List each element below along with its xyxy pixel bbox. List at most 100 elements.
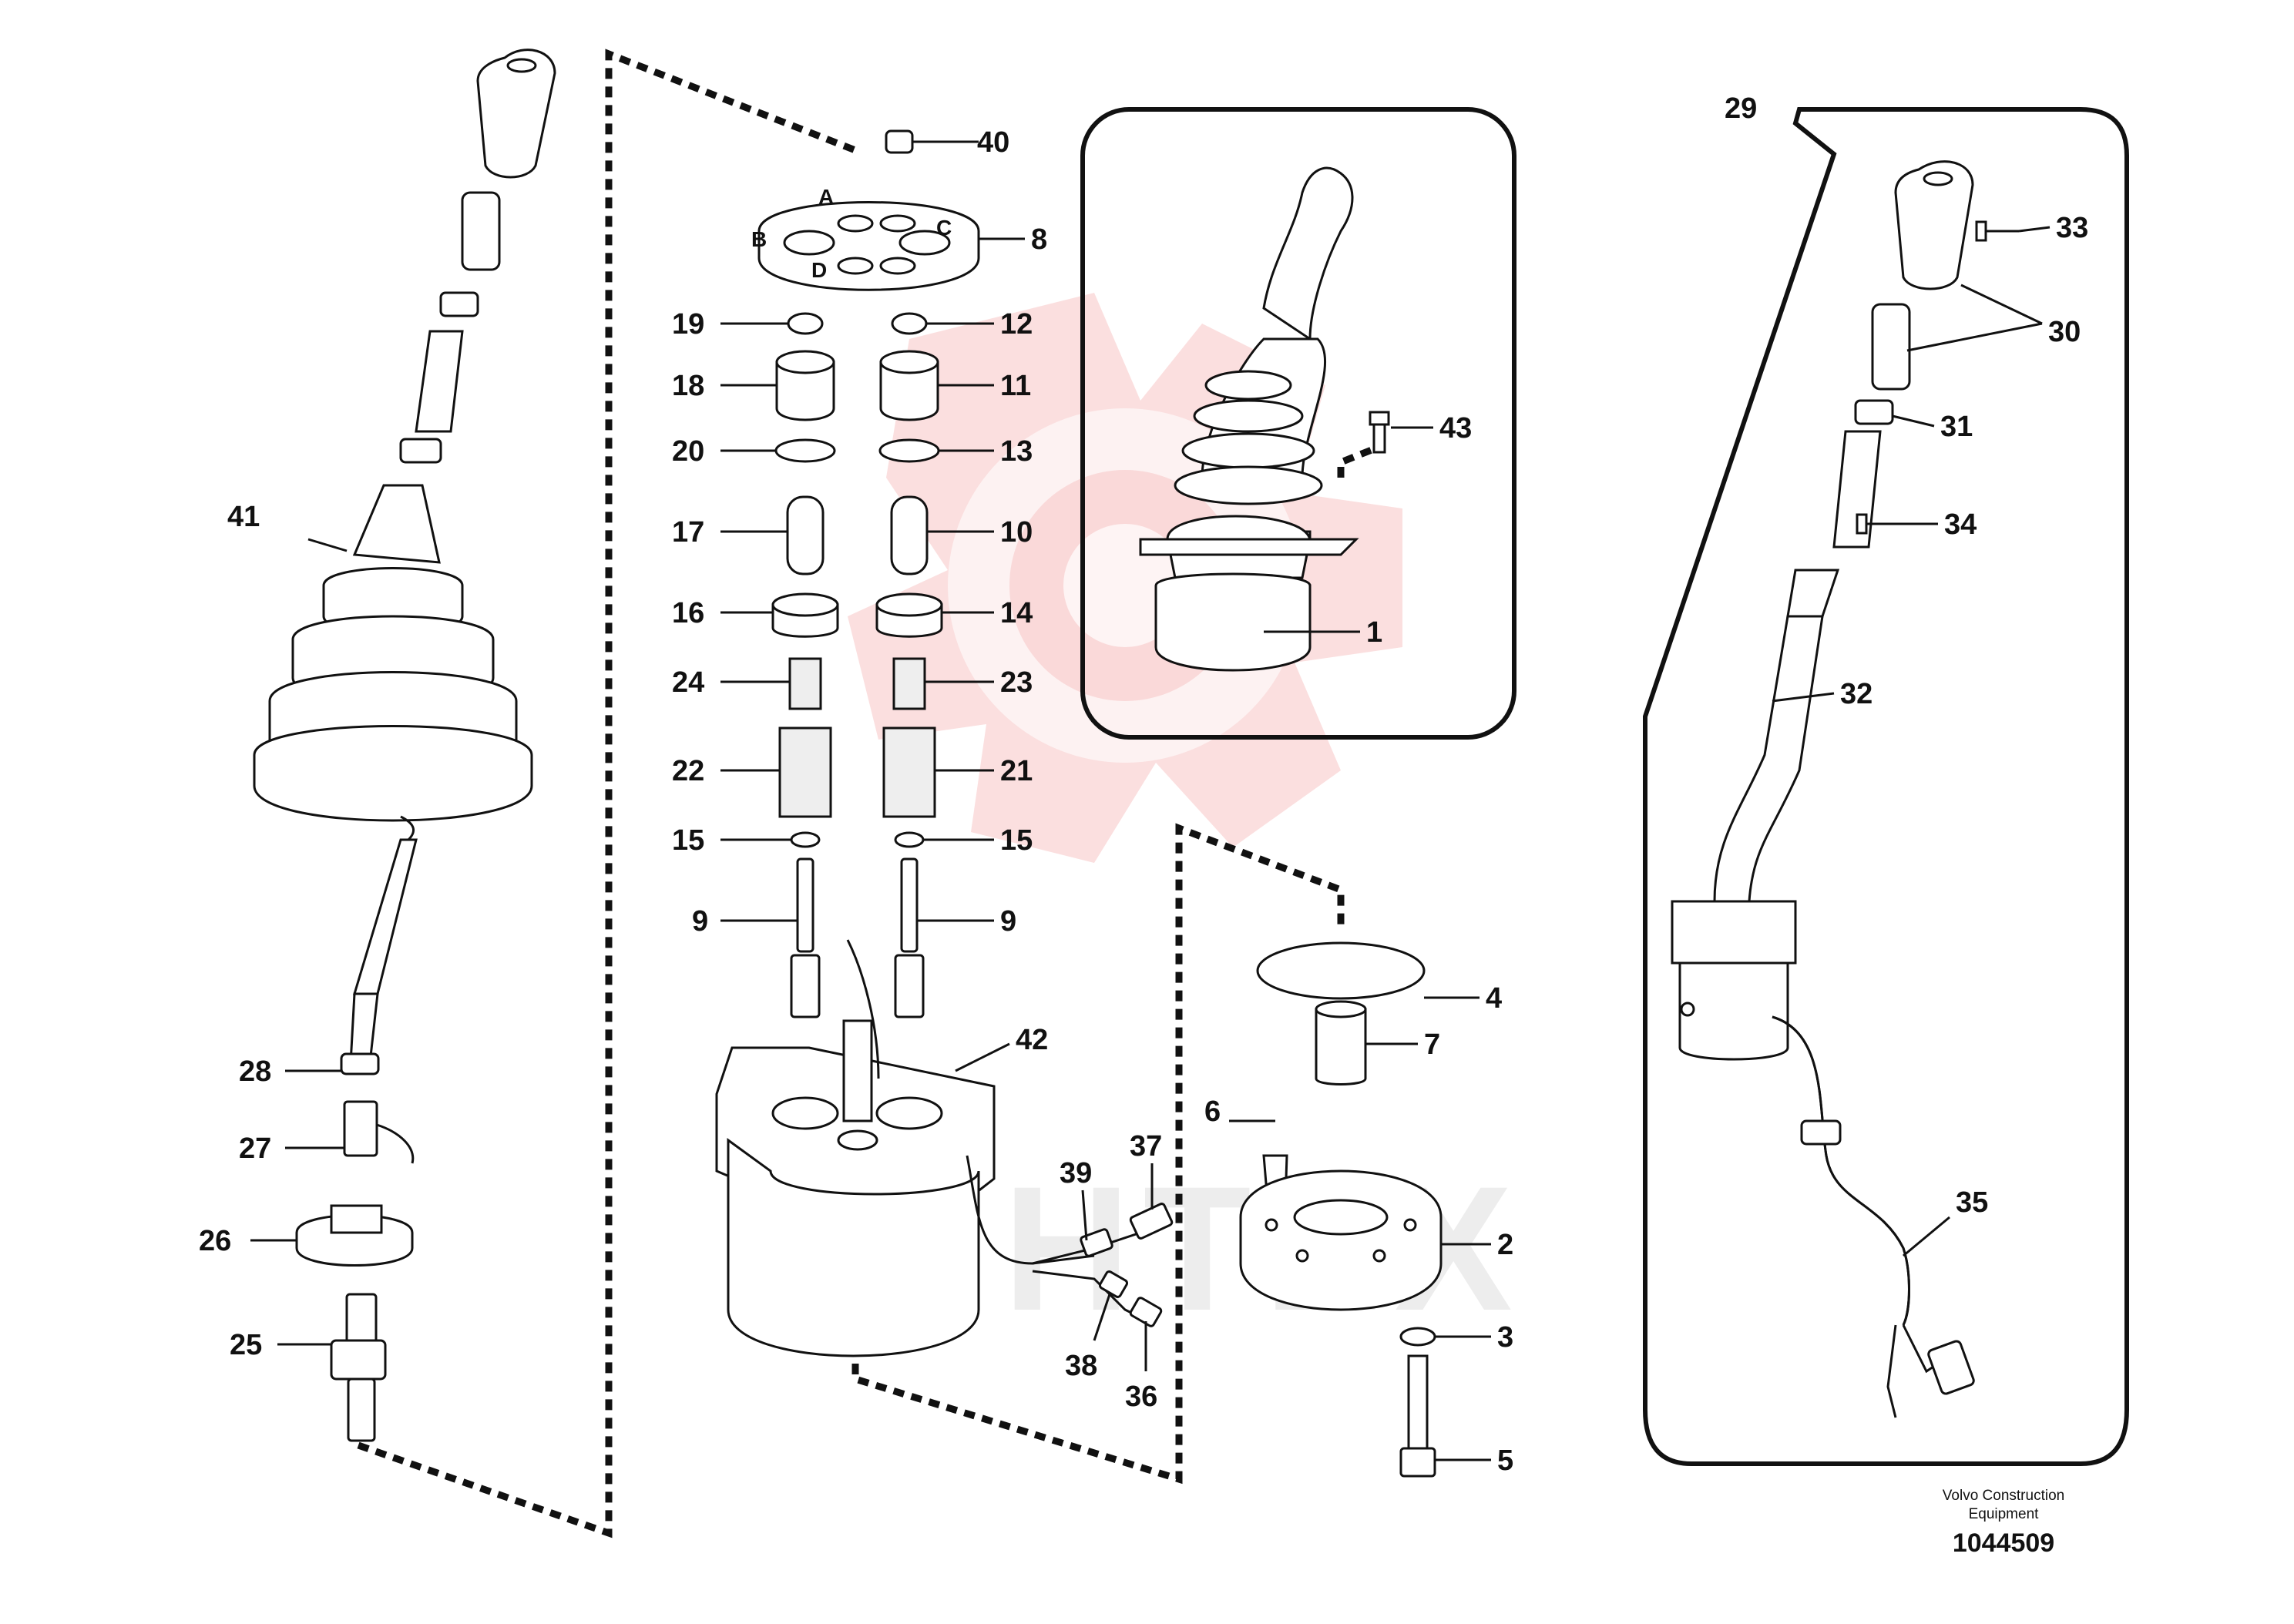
callout-12: 12 (1000, 308, 1033, 341)
pusher-17-icon (786, 495, 825, 575)
connector-left (357, 49, 857, 1538)
spring-22-icon (778, 726, 832, 818)
washer-12-icon (891, 312, 928, 335)
port-a-label: A (818, 185, 834, 209)
spring-24-icon (788, 657, 822, 710)
callout-15-right: 15 (1000, 824, 1033, 857)
spool-9-left-icon (796, 857, 814, 953)
connector-35-icon (1927, 1340, 1975, 1395)
callout-15-left: 15 (672, 824, 704, 857)
brand-line-2: Equipment (1968, 1506, 2039, 1522)
callout-4: 4 (1486, 982, 1502, 1015)
pusher-10-icon (890, 495, 929, 575)
screw-33-icon (1975, 220, 2019, 242)
callout-7: 7 (1424, 1028, 1440, 1061)
harness-connectors (1032, 1163, 1174, 1371)
callout-10: 10 (1000, 516, 1033, 549)
callout-6: 6 (1204, 1096, 1221, 1128)
sleeve-7-icon (1315, 1008, 1367, 1085)
callout-23: 23 (1000, 666, 1033, 699)
callout-9-right: 9 (1000, 905, 1016, 938)
callout-17: 17 (672, 516, 704, 549)
callout-35: 35 (1956, 1186, 1988, 1219)
base-parts (1229, 941, 1491, 1478)
left-lever-assembly (250, 49, 556, 1442)
callout-14: 14 (1000, 597, 1033, 629)
bolt-5-icon (1407, 1354, 1429, 1450)
callout-3: 3 (1497, 1321, 1513, 1354)
oring-20-icon (774, 438, 836, 463)
lever-base-icon (1671, 900, 1797, 965)
callout-18: 18 (672, 370, 704, 402)
ring-31-icon (1854, 399, 1894, 425)
callout-42: 42 (1016, 1024, 1048, 1056)
lever-32-icon (1713, 615, 1824, 903)
callout-30: 30 (2048, 316, 2081, 348)
knob-30-icon (1894, 160, 1974, 290)
callout-25: 25 (230, 1329, 262, 1361)
connector-center (851, 823, 1345, 1485)
callout-34: 34 (1944, 508, 1977, 541)
washer-15-right-icon (894, 831, 925, 848)
boot-cone-icon (352, 484, 441, 564)
callout-1: 1 (1366, 616, 1382, 649)
port-letters: A B C D (751, 185, 952, 282)
callout-16: 16 (672, 597, 704, 629)
inset-assembly-box (1080, 107, 1516, 740)
spool-9-right-icon (900, 857, 919, 953)
callout-5: 5 (1497, 1444, 1513, 1477)
boot-41-icon (253, 725, 533, 822)
right-leader-lines (1772, 226, 2050, 1257)
washer-3-icon (1399, 1327, 1436, 1347)
valve-body-42-icon (715, 939, 1095, 1357)
spring-23-icon (892, 657, 926, 710)
plate-26-icon (295, 1214, 414, 1267)
knob-icon (476, 49, 556, 179)
callout-9-left: 9 (692, 905, 708, 938)
callout-39: 39 (1060, 1157, 1092, 1189)
callout-37: 37 (1130, 1130, 1162, 1163)
plug-18-icon (775, 361, 835, 421)
plug-36-icon (1129, 1297, 1163, 1327)
callout-20: 20 (672, 435, 704, 468)
plate-8-icon (757, 201, 980, 291)
callout-26: 26 (199, 1225, 231, 1257)
spring-21-icon (882, 726, 936, 818)
port-d-label: D (811, 258, 827, 282)
lever-shaft-icon (1832, 430, 1882, 549)
center-leader-lines (720, 140, 994, 922)
washer-19-icon (787, 312, 824, 335)
plug-39-icon (1080, 1228, 1113, 1257)
callout-29: 29 (1725, 92, 1757, 125)
inset-joystick (1139, 166, 1359, 672)
callout-33: 33 (2056, 212, 2088, 244)
plug-11-icon (879, 361, 939, 421)
bolt-43-icon (1369, 411, 1390, 454)
ring-2-icon (1239, 1169, 1443, 1311)
callout-11: 11 (1000, 370, 1031, 402)
callout-2: 2 (1497, 1229, 1513, 1261)
inset-frame (1080, 107, 1516, 740)
callout-13: 13 (1000, 435, 1033, 468)
callout-19: 19 (672, 308, 704, 341)
port-c-label: C (936, 216, 952, 240)
washer-15-left-icon (790, 831, 821, 848)
right-lever-parts (1671, 160, 2019, 1418)
screw-34-icon (1856, 513, 1899, 535)
cap-40-icon (885, 129, 914, 154)
callout-8: 8 (1031, 223, 1047, 256)
callout-28: 28 (239, 1055, 271, 1088)
callout-22: 22 (672, 755, 704, 787)
callout-41: 41 (227, 501, 260, 533)
callout-27: 27 (239, 1132, 271, 1165)
port-b-label: B (751, 227, 767, 251)
drawing-number: 1044509 (1952, 1528, 2055, 1558)
callout-43: 43 (1439, 412, 1472, 445)
callout-36: 36 (1125, 1381, 1157, 1413)
right-frame (1643, 107, 2129, 1466)
plug-37-icon (1129, 1203, 1174, 1240)
oring-13-icon (878, 438, 940, 463)
plug-38-icon (1098, 1270, 1129, 1298)
callout-31: 31 (1940, 411, 1973, 443)
